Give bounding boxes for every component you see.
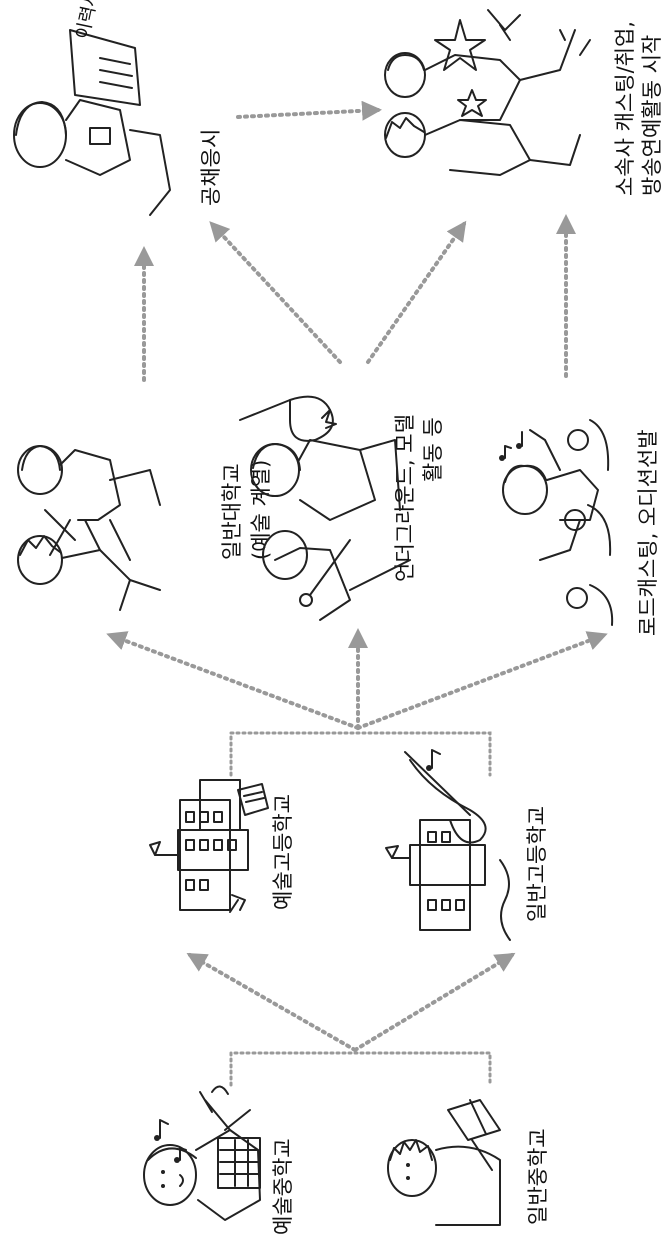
labels: 예술중학교 일반중학교 예술고등학교 일반고등학교 일반대학교 (예술 계열) … [199,21,664,1235]
label-general-middle-school: 일반중학교 [526,1128,550,1225]
building-wing [179,799,231,911]
illustration-general-middle-student [387,1099,501,1226]
illustration-arts-high-school [149,779,269,913]
student-head [143,1144,197,1206]
illustration-university-students [17,445,161,611]
star-icon [434,19,486,71]
violin-icon [409,759,487,844]
brush-icon [229,894,246,913]
sheet-music-icon [237,783,269,816]
label-arts-middle-school: 예술중학교 [271,1138,295,1235]
label-university-2: (예술 계열) [249,460,273,560]
sketchbook [217,1137,261,1189]
illustration-agency-celebrities [384,9,591,176]
celebrity-head [384,52,426,98]
music-note-icon [159,1119,169,1139]
sparkle-icon [487,9,521,41]
music-note-icon [504,445,512,459]
label-road-casting: 로드캐스팅, 오디션선발 [636,429,660,636]
arrows [106,100,608,1087]
arrow-public-to-agency [236,100,382,121]
illustration-general-high-school [385,749,511,941]
book-icon [447,1099,501,1141]
guitar-neck [239,399,291,421]
music-note-icon [431,749,441,769]
pen-icon [199,1091,231,1131]
label-underground-1: 언더그라운드, 모델 [393,414,417,582]
guitar-icon [289,395,334,442]
arrow-to-general-high [353,952,516,1052]
label-arts-high-school: 예술고등학교 [271,794,295,910]
arrow-underground-to-agency [366,220,467,364]
label-agency-1: 소속사 캐스팅/취업, [613,21,637,196]
microphone-icon [309,539,351,596]
label-general-high-school: 일반고등학교 [525,806,549,922]
arrow-underground-to-public [209,221,342,364]
illustration-road-casting [499,419,614,626]
illustration-underground-performers [239,395,411,621]
resume-document [69,29,141,106]
label-university-1: 일반대학교 [220,463,244,560]
arrow-to-road-casting [356,631,608,730]
illustration-arts-middle-student [143,1085,261,1221]
resume-text: 이력서 [72,0,103,41]
sparkle-icon [559,29,591,56]
name-badge [89,127,111,145]
arrow-to-university [106,631,360,730]
bow-icon [499,859,511,941]
label-agency-2: 방송연예활동 시작 [640,35,664,196]
building-wing [419,819,471,931]
label-public-recruit: 공채응시 [199,129,223,206]
student-head [387,1139,437,1197]
pen-icon [44,509,76,541]
illustration-public-recruit: 이력서 [13,0,171,216]
label-underground-2: 활동 등 [421,417,445,482]
star-icon [457,89,487,117]
arrow-to-arts-high [186,953,357,1052]
applicant-head [13,102,67,168]
high-school-bracket [229,731,492,777]
middle-school-bracket [229,1051,492,1087]
star-icon [321,409,337,429]
